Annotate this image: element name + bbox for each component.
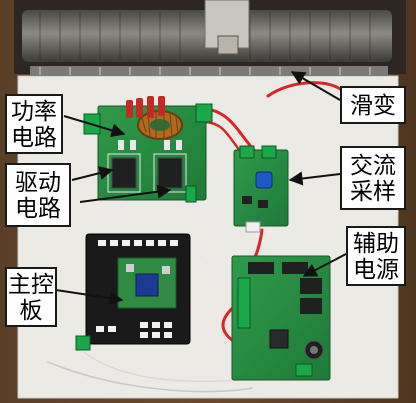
arrow-aux-power	[302, 253, 347, 277]
callout-ac-sampling-line2: 采样	[350, 179, 396, 205]
work-surface	[18, 76, 398, 398]
callout-main-board-line1: 主控	[8, 272, 54, 298]
callout-power-circuit: 功率 电路	[5, 94, 63, 154]
callout-main-board: 主控 板	[5, 267, 57, 327]
callout-ac-sampling: 交流 采样	[340, 146, 406, 210]
callout-arrows	[55, 71, 347, 306]
callout-power-circuit-line1: 功率	[11, 99, 57, 125]
callout-power-circuit-line2: 电路	[11, 125, 57, 151]
arrow-main-board	[55, 289, 124, 306]
ac-sampling-board	[233, 145, 289, 233]
callout-main-board-line2: 板	[19, 298, 43, 324]
power-drive-board	[83, 96, 213, 203]
arrow-rheostat	[290, 71, 341, 101]
callout-drive-circuit-line1: 驱动	[15, 170, 61, 196]
callout-ac-sampling-line1: 交流	[350, 153, 396, 179]
sliding-rheostat	[14, 0, 406, 76]
main-control-board	[75, 233, 191, 351]
callout-aux-power: 辅助 电源	[346, 226, 406, 286]
arrow-drive-circuit-2	[79, 184, 172, 203]
arrow-drive-circuit-1	[71, 166, 114, 181]
arrow-power-circuit	[63, 115, 126, 138]
arrow-ac-sampling	[288, 171, 341, 186]
callout-drive-circuit: 驱动 电路	[5, 163, 71, 227]
callout-rheostat-line1: 滑变	[350, 93, 396, 119]
callout-aux-power-line1: 辅助	[353, 231, 399, 257]
aux-power-board	[231, 255, 331, 381]
callout-aux-power-line2: 电源	[353, 257, 399, 283]
callout-drive-circuit-line2: 电路	[15, 196, 61, 222]
callout-rheostat: 滑变	[340, 86, 406, 124]
